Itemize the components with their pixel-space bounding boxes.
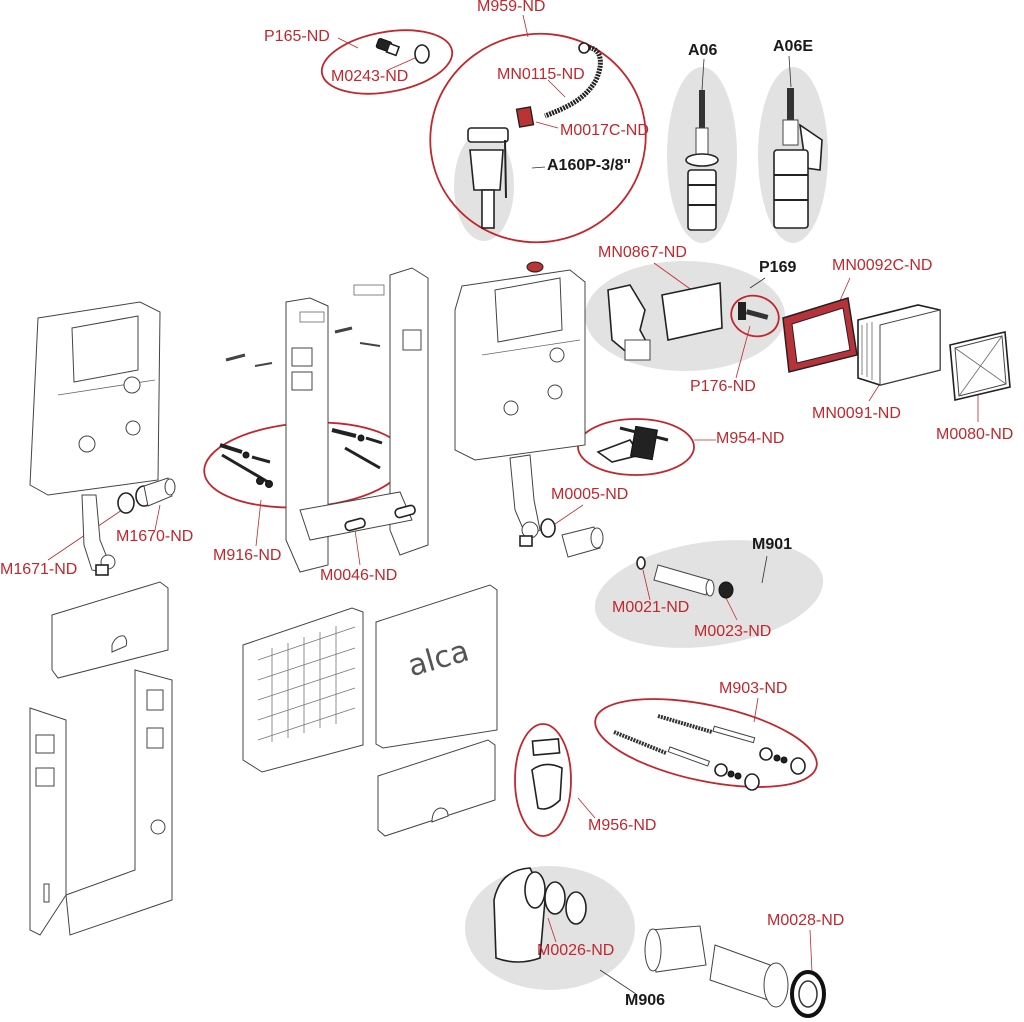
label-a06: A06 (688, 42, 718, 59)
label-m0046-nd: M0046-ND (320, 567, 398, 584)
part-a06-flush-valve (685, 90, 719, 231)
group-outline-p165 (320, 29, 454, 95)
label-m1670-nd: M1670-ND (116, 528, 194, 545)
part-m1671-adapter (117, 492, 135, 514)
part-cistern-left (29, 301, 161, 576)
label-mn0115-nd: MN0115-ND (497, 66, 585, 83)
label-p165-nd: P165-ND (264, 28, 330, 45)
part-m0005-seal (540, 518, 556, 538)
part-m954-lever (596, 425, 669, 463)
part-mn0091-box (857, 304, 941, 386)
part-cistern-right (454, 261, 586, 547)
leader-lines (47, 14, 979, 995)
label-m901: M901 (752, 536, 793, 553)
label-mn0867-nd: MN0867-ND (598, 244, 687, 261)
part-connector-pipe (709, 944, 789, 1008)
label-m0023-nd: M0023-ND (694, 623, 772, 640)
part-wall-screws (225, 326, 381, 367)
label-m0080-nd: M0080-ND (936, 426, 1014, 443)
label-m903-nd: M903-ND (719, 680, 788, 697)
part-m0080-cover (949, 331, 1011, 401)
part-m906-ring (565, 891, 587, 925)
group-outline-m959 (429, 32, 647, 244)
part-m916-anchors (219, 428, 383, 488)
part-m0028-seal (790, 970, 826, 1018)
part-lower-panel (377, 739, 496, 837)
label-m0026-nd: M0026-ND (537, 942, 615, 959)
part-front-panel-alca: alca (375, 584, 498, 749)
part-frame-lower-left (29, 581, 173, 936)
part-m1670-pipe (135, 477, 176, 507)
group-outline-p176 (730, 294, 780, 338)
hose-nut (578, 42, 590, 54)
part-m906-elbow (493, 867, 546, 963)
label-p176-nd: P176-ND (690, 378, 756, 395)
part-mn0092c-frame (782, 297, 858, 373)
part-flush-pipe-short (561, 526, 604, 558)
label-m1671-nd: M1671-ND (0, 561, 78, 578)
part-m0243-seal (414, 44, 430, 64)
part-p165-valve (375, 37, 401, 57)
group-outline-m954 (577, 418, 695, 476)
part-frame-middle (285, 267, 429, 573)
part-m901-pipe (653, 564, 715, 597)
part-mn0867-plate (661, 282, 723, 341)
part-m0026-seal (544, 881, 566, 915)
part-m956-clamp (531, 738, 563, 810)
label-m956-nd: M956-ND (588, 817, 657, 834)
label-m0243-nd: M0243-ND (331, 68, 409, 85)
part-m0023-cap (718, 581, 734, 599)
label-m0021-nd: M0021-ND (612, 599, 690, 616)
part-mn0115-hose (544, 45, 603, 119)
label-m0005-nd: M0005-ND (551, 486, 629, 503)
part-a160p-fill-valve (467, 127, 509, 229)
part-p169-mechanism (607, 282, 769, 361)
label-m906: M906 (625, 992, 666, 1009)
group-outline-m956 (514, 723, 572, 837)
label-p169: P169 (759, 259, 797, 276)
label-m0017c-nd: M0017C-ND (560, 122, 649, 139)
label-m959-nd: M959-ND (477, 0, 546, 15)
part-m0046-feet (344, 504, 416, 532)
group-outline-m903 (594, 698, 818, 788)
part-a06e-flush-valve (773, 88, 823, 229)
label-m0028-nd: M0028-ND (767, 912, 845, 929)
part-m0021-oring (636, 556, 646, 570)
part-m0017c-filter (515, 106, 535, 128)
label-m954-nd: M954-ND (716, 430, 785, 447)
part-insulation-tray (242, 607, 364, 773)
label-a06e: A06E (773, 38, 814, 55)
label-mn0091-nd: MN0091-ND (812, 405, 901, 422)
part-connector-sleeve (644, 925, 707, 973)
part-p176-clip (745, 309, 769, 320)
label-m916-nd: M916-ND (213, 547, 282, 564)
label-mn0092c-nd: MN0092C-ND (832, 257, 933, 274)
label-a160p-3-8: A160P-3/8" (547, 157, 632, 174)
part-m903-rods (613, 714, 806, 791)
